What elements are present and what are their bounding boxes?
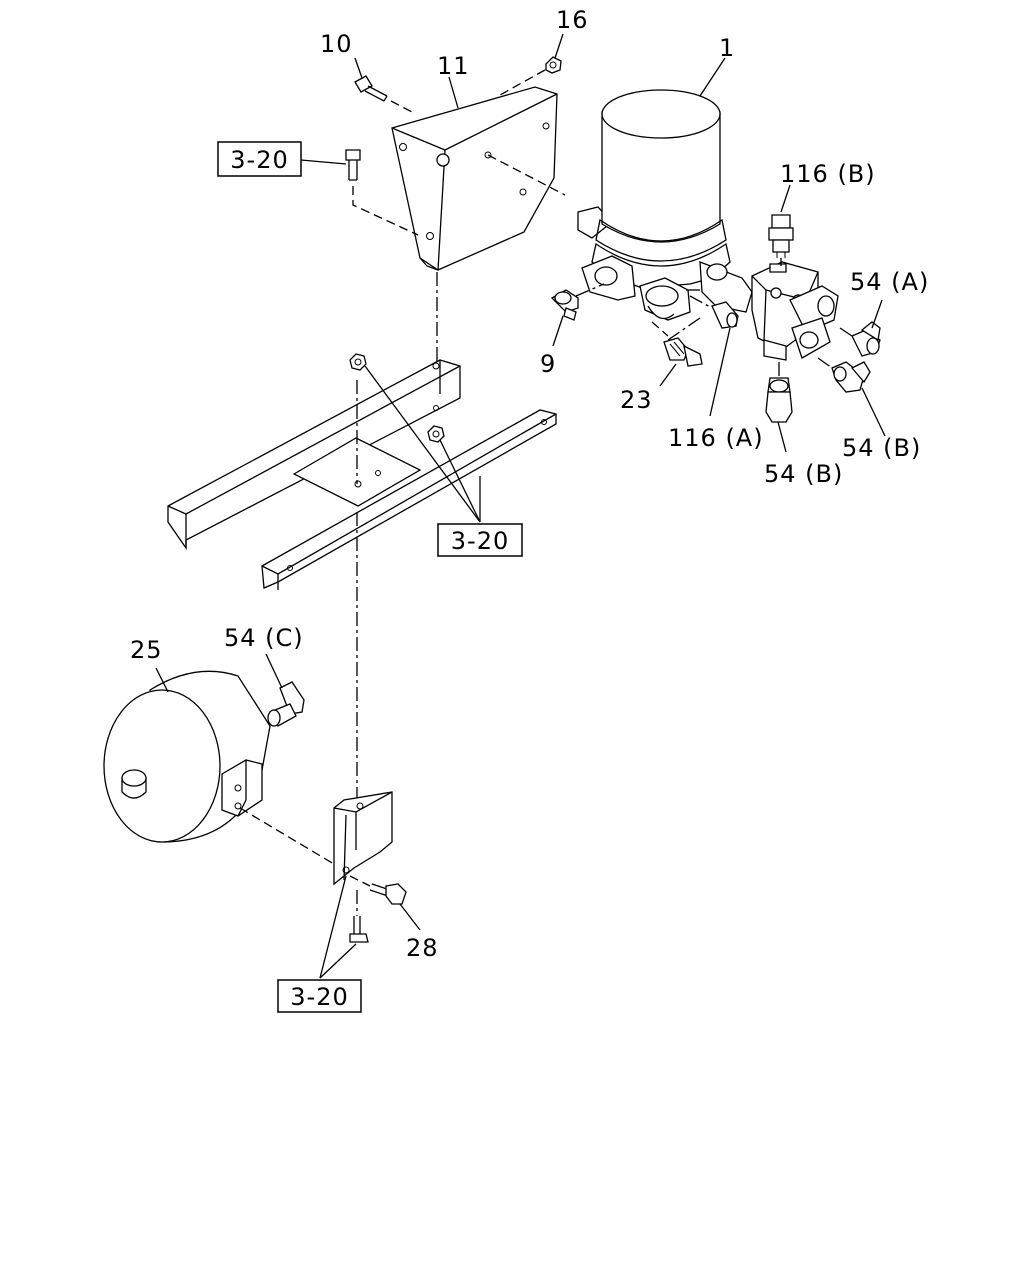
label-part-54b-right: 54 (B) bbox=[842, 434, 921, 462]
fitting-54b-bottom bbox=[765, 362, 793, 423]
crossmember-frame bbox=[167, 353, 557, 590]
fitting-part-9 bbox=[550, 283, 605, 321]
label-part-54a: 54 (A) bbox=[850, 268, 929, 296]
ref-box-bottom: 3-20 bbox=[277, 979, 362, 1013]
fitting-54a bbox=[839, 321, 881, 357]
bracket-to-dryer-line bbox=[487, 154, 566, 196]
label-part-1: 1 bbox=[719, 34, 735, 62]
ref-label-mid: 3-20 bbox=[451, 527, 509, 555]
fitting-part-23 bbox=[651, 317, 703, 367]
label-part-54b-bottom: 54 (B) bbox=[764, 460, 843, 488]
label-part-16: 16 bbox=[556, 6, 589, 34]
ref-label-bottom: 3-20 bbox=[290, 983, 348, 1011]
tank-bracket-bolt-3-20 bbox=[349, 890, 369, 943]
ref-box-top: 3-20 bbox=[217, 141, 302, 177]
label-part-54c: 54 (C) bbox=[224, 624, 304, 652]
bolt-part-10 bbox=[354, 75, 413, 113]
bracket-bolt-3-20 bbox=[345, 149, 419, 236]
label-part-28: 28 bbox=[406, 934, 439, 962]
label-part-116a: 116 (A) bbox=[668, 424, 764, 452]
bolt-part-28 bbox=[349, 875, 407, 905]
label-part-23: 23 bbox=[620, 386, 653, 414]
mounting-bracket-part-11 bbox=[391, 86, 558, 271]
ref-box-mid: 3-20 bbox=[437, 523, 523, 557]
fitting-116a bbox=[689, 295, 739, 329]
nut-part-16 bbox=[499, 56, 562, 96]
ref-label-top: 3-20 bbox=[230, 146, 288, 174]
fitting-54c bbox=[267, 681, 305, 727]
label-part-9: 9 bbox=[540, 350, 556, 378]
label-part-25: 25 bbox=[130, 636, 163, 664]
fitting-54b-right bbox=[817, 357, 871, 393]
label-part-116b: 116 (B) bbox=[780, 160, 876, 188]
leader-lines bbox=[155, 33, 886, 979]
air-dryer-part-1 bbox=[577, 89, 753, 321]
label-part-10: 10 bbox=[320, 30, 353, 58]
tank-mounting-bracket bbox=[333, 791, 393, 886]
air-tank-part-25 bbox=[103, 670, 345, 871]
fitting-116b bbox=[768, 214, 794, 266]
label-part-11: 11 bbox=[437, 52, 470, 80]
governor-valve-assembly bbox=[751, 261, 839, 361]
